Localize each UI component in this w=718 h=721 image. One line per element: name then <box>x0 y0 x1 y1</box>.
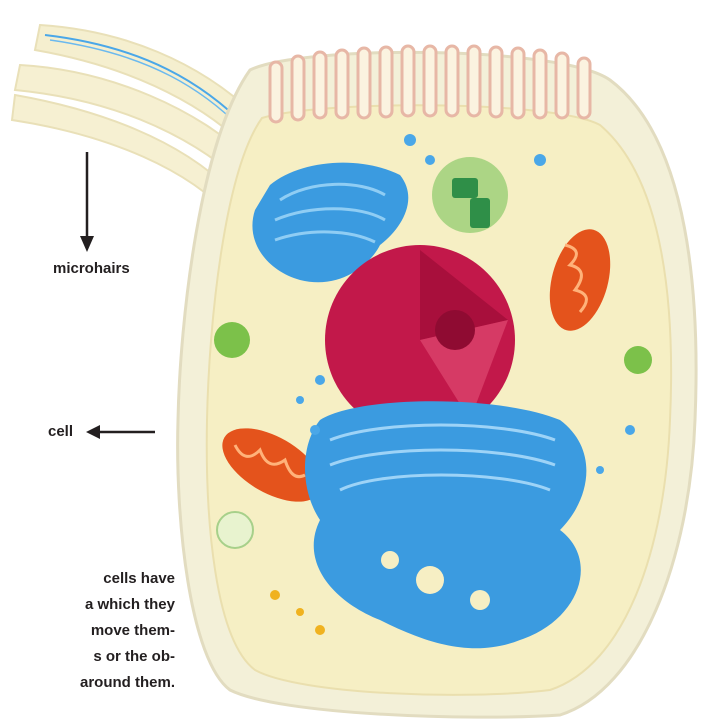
microhairs-label: microhairs <box>53 260 130 277</box>
caption-line: move them- <box>0 618 175 644</box>
caption-line: a which they <box>0 592 175 618</box>
green-vacuole <box>432 157 508 233</box>
green-vesicle <box>624 346 652 374</box>
caption-line: s or the ob- <box>0 644 175 670</box>
microvilli <box>270 46 590 122</box>
green-vesicle <box>214 322 250 358</box>
microhairs-arrow <box>80 152 94 252</box>
caption-text: cells have a which they move them- s or … <box>0 566 175 696</box>
cell-label: cell <box>48 423 73 440</box>
clear-vesicle <box>217 512 253 548</box>
caption-line: cells have <box>0 566 175 592</box>
caption-line: around them. <box>0 670 175 696</box>
cell-arrow <box>86 425 155 439</box>
